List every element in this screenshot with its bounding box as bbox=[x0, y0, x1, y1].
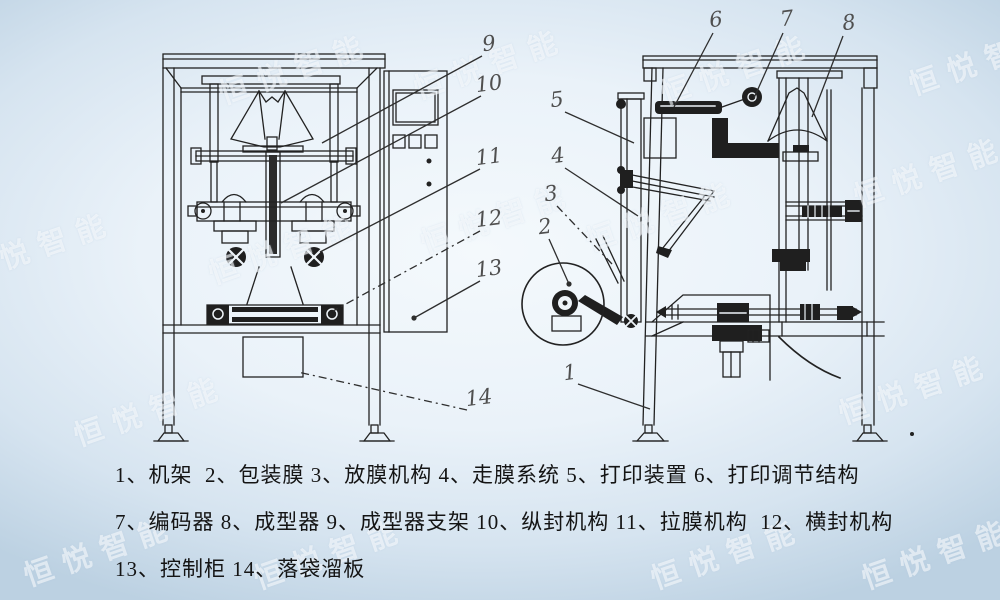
callout-number-4: 4 bbox=[549, 142, 567, 169]
leader-end-dot-2 bbox=[566, 281, 572, 287]
leader-line-5 bbox=[564, 111, 635, 144]
callout-number-11: 11 bbox=[474, 142, 504, 171]
callout-number-10: 10 bbox=[474, 69, 504, 98]
leader-line-1 bbox=[577, 383, 651, 410]
callout-number-9: 9 bbox=[480, 30, 498, 57]
legend-line-1: 1、机架 2、包装膜 3、放膜机构 4、走膜系统 5、打印装置 6、打印调节结构 bbox=[115, 463, 860, 487]
leader-line-10 bbox=[280, 95, 482, 204]
leader-end-dot-13 bbox=[411, 315, 417, 321]
leader-line-9 bbox=[321, 55, 483, 144]
legend-line-2: 7、编码器 8、成型器 9、成型器支架 10、纵封机构 11、拉膜机构 12、横… bbox=[115, 510, 894, 534]
cabinet-button bbox=[408, 134, 422, 149]
callout-number-13: 13 bbox=[474, 254, 504, 283]
front-top-plate bbox=[162, 53, 386, 69]
cabinet-screen bbox=[392, 89, 439, 126]
leader-line-3 bbox=[556, 205, 613, 265]
callout-number-5: 5 bbox=[548, 86, 566, 113]
former-funnel bbox=[229, 89, 315, 151]
side-top-plate bbox=[642, 55, 878, 69]
horizontal-seal-mechanism bbox=[206, 304, 344, 325]
callout-number-6: 6 bbox=[707, 6, 725, 33]
callout-number-2: 2 bbox=[536, 213, 554, 240]
former-side bbox=[767, 87, 828, 142]
leader-line-14 bbox=[297, 371, 468, 411]
film-roll bbox=[521, 235, 625, 346]
bag-drop-chute bbox=[242, 336, 304, 378]
callout-number-7: 7 bbox=[778, 5, 796, 32]
callout-number-1: 1 bbox=[561, 359, 579, 386]
side-view-feet bbox=[632, 424, 888, 442]
film-walking-system bbox=[620, 118, 779, 258]
bag-slide-curve bbox=[777, 335, 842, 380]
cabinet-knob bbox=[426, 158, 432, 164]
callout-number-3: 3 bbox=[542, 180, 560, 207]
front-view-feet bbox=[153, 424, 395, 442]
vertical-seal-side bbox=[772, 145, 863, 271]
vertical-seal-mechanism bbox=[187, 193, 361, 244]
callout-number-14: 14 bbox=[464, 383, 494, 412]
print-adjust-bar bbox=[655, 101, 722, 114]
leader-line-12 bbox=[332, 230, 481, 312]
side-view-drawing bbox=[521, 55, 914, 442]
leader-line-13 bbox=[413, 280, 481, 319]
callout-number-12: 12 bbox=[474, 204, 504, 233]
horizontal-seal-side bbox=[656, 303, 862, 378]
control-cabinet bbox=[383, 70, 448, 333]
front-view-drawing bbox=[153, 53, 448, 442]
cabinet-button bbox=[392, 134, 406, 149]
callout-number-8: 8 bbox=[840, 9, 858, 36]
leader-line-11 bbox=[319, 168, 481, 253]
cabinet-button bbox=[424, 134, 438, 149]
film-pull-wheels bbox=[226, 247, 324, 267]
leader-line-2 bbox=[548, 238, 570, 285]
cabinet-knob bbox=[426, 181, 432, 187]
legend-line-3: 13、控制柜 14、落袋溜板 bbox=[115, 557, 366, 581]
leader-line-6 bbox=[673, 32, 714, 108]
leader-line-7 bbox=[753, 32, 784, 99]
leader-line-8 bbox=[811, 35, 844, 118]
leader-line-4 bbox=[564, 167, 639, 217]
